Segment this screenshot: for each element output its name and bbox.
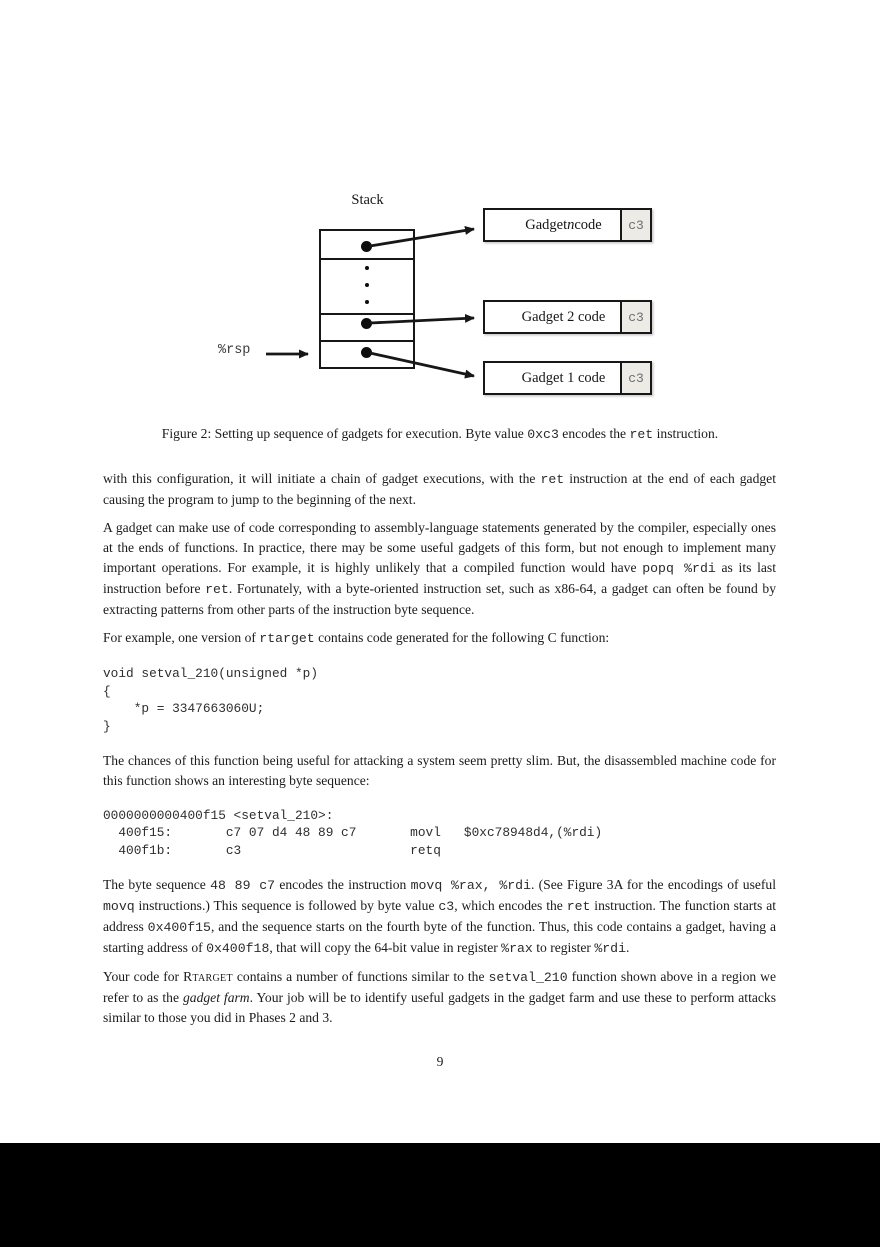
gadget-1-label: Gadget 1 code [521, 369, 606, 386]
stack-pointer-bullet-top [361, 241, 372, 252]
stack-row-divider [321, 258, 413, 260]
gadget-arrows [266, 226, 475, 379]
stack-pointer-bullet-bottom [361, 347, 372, 358]
stack-pointer-bullet-middle [361, 318, 372, 329]
stack-title: Stack [351, 192, 384, 208]
paragraph-chances: The chances of this function being usefu… [103, 753, 776, 788]
gadget-1-box: Gadget 1 code c3 [483, 361, 652, 395]
paragraph-rtarget-example: For example, one version of rtarget cont… [103, 630, 610, 647]
ellipsis-dot [365, 300, 369, 304]
arrow-to-gadget-1 [369, 351, 475, 379]
paragraph-configuration: with this configuration, it will initiat… [103, 470, 776, 507]
gadget-n-label: Gadget n code [525, 216, 602, 233]
figure-caption: Figure 2: Setting up sequence of gadgets… [161, 426, 719, 442]
paragraph-gadget-description: A gadget can make use of code correspond… [103, 520, 776, 617]
stack-row-divider [321, 340, 413, 342]
stack-row-divider [321, 313, 413, 315]
gadget-2-box: Gadget 2 code c3 [483, 300, 652, 334]
code-block-c-function: void setval_210(unsigned *p) { *p = 3347… [103, 666, 319, 734]
paragraph-byte-sequence: The byte sequence 48 89 c7 encodes the i… [103, 877, 777, 956]
arrow-to-gadget-2 [369, 313, 475, 325]
ellipsis-dot [365, 283, 369, 287]
figure-2-diagram: Stack %rsp Gadget n code c3 [0, 190, 880, 410]
ellipsis-dot [365, 266, 369, 270]
code-block-disassembly: 0000000000400f15 <setval_210>: 400f15: c… [103, 807, 603, 858]
stack-box [319, 229, 415, 369]
rsp-register-label: %rsp [218, 343, 251, 358]
gadget-2-ret-byte: c3 [620, 302, 650, 332]
paragraph-gadget-farm: Your code for Rtarget contains a number … [103, 969, 777, 1026]
gadget-1-ret-byte: c3 [620, 363, 650, 393]
gadget-2-label: Gadget 2 code [521, 308, 606, 325]
page-number: 9 [436, 1053, 444, 1069]
gadget-n-ret-byte: c3 [620, 210, 650, 240]
bottom-black-bar [0, 1143, 880, 1247]
arrow-to-gadget-n [369, 226, 475, 248]
gadget-n-box: Gadget n code c3 [483, 208, 652, 242]
